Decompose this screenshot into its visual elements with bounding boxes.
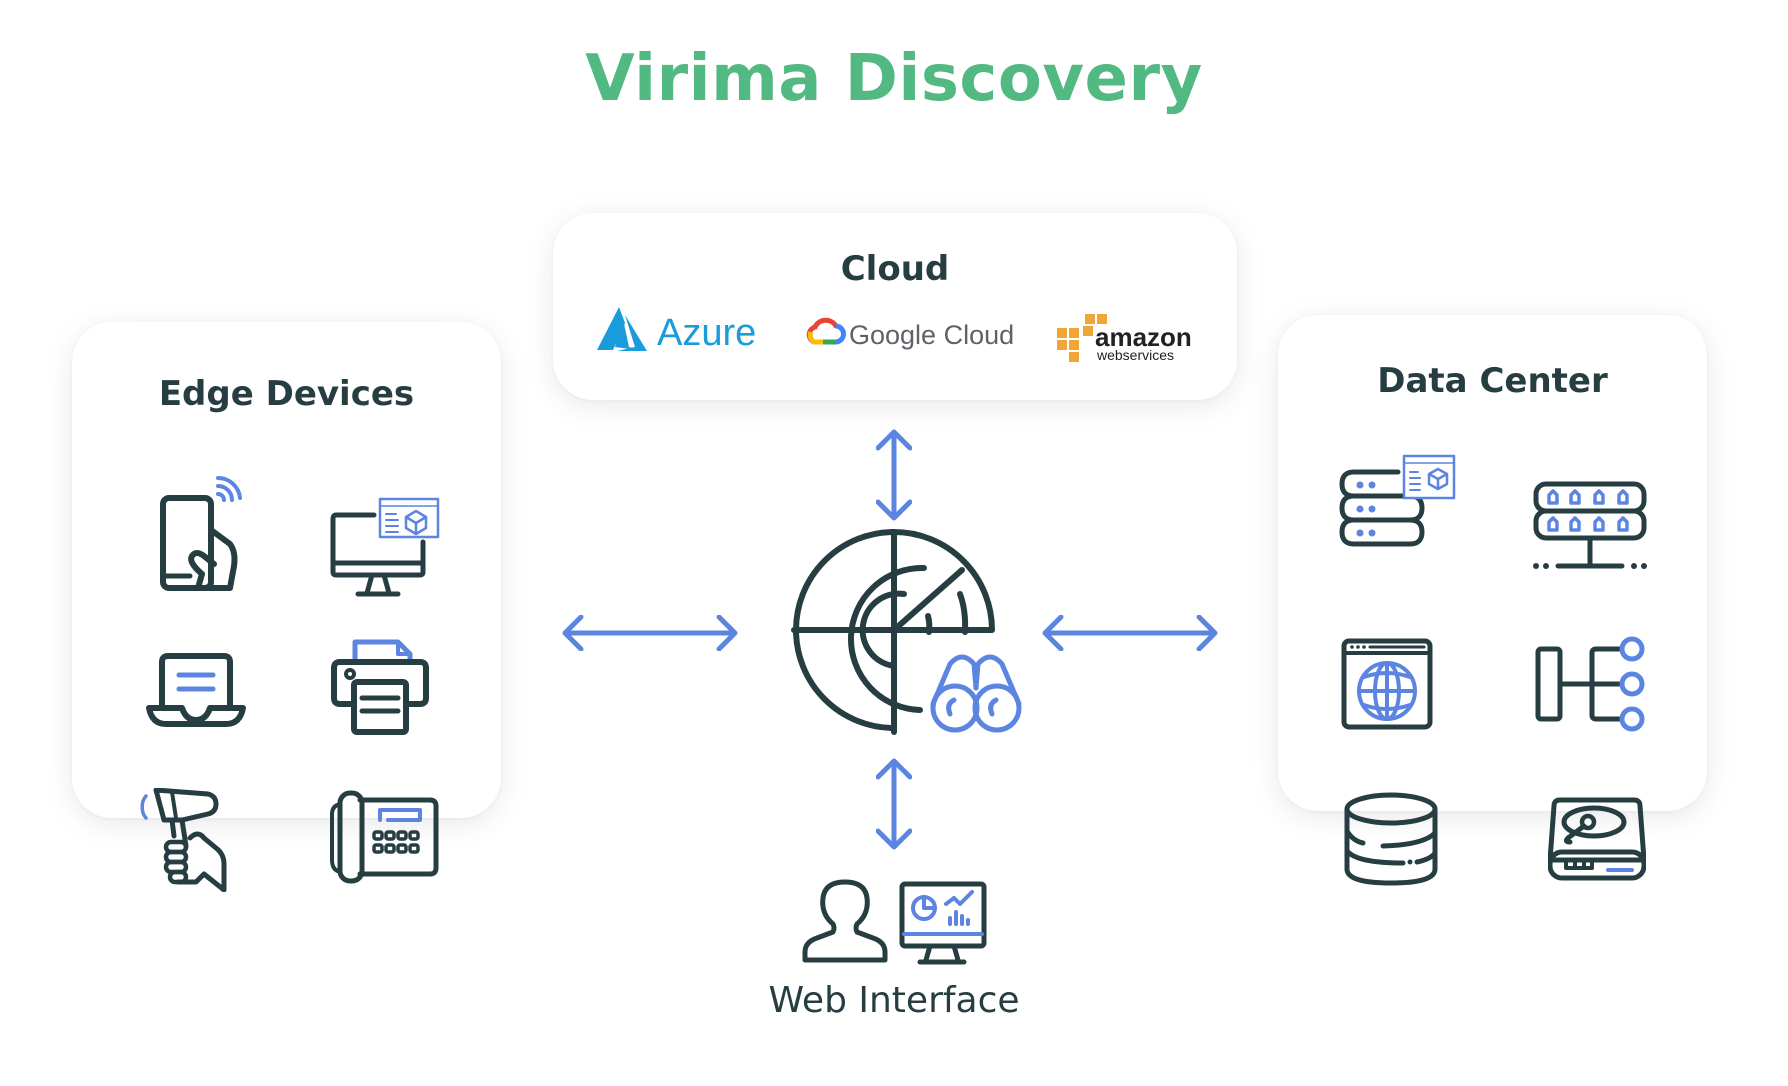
edge-devices-title: Edge Devices	[158, 374, 415, 414]
mobile-phone-hand-icon	[160, 475, 242, 591]
desktop-monitor-icon	[330, 497, 440, 597]
hard-drive-icon	[1548, 797, 1646, 881]
hierarchy-icon	[1535, 636, 1645, 732]
arrow-cloud-radar	[876, 429, 912, 521]
user-icon	[802, 879, 888, 963]
barcode-scanner-icon	[140, 788, 227, 892]
arrow-radar-datacenter	[1042, 615, 1218, 651]
azure-label: Azure	[657, 312, 755, 354]
radar-binoculars-icon	[791, 529, 1022, 735]
page-title: Virima Discovery	[585, 42, 1203, 116]
arrow-edge-radar	[562, 615, 738, 651]
desk-phone-icon	[330, 790, 439, 884]
aws-sublabel: webservices	[1096, 347, 1174, 363]
aws-logo: amazon webservices	[1055, 312, 1195, 366]
google-cloud-label: Google Cloud	[849, 320, 1014, 350]
web-browser-globe-icon	[1341, 638, 1433, 730]
laptop-icon	[146, 653, 246, 727]
network-switch-icon	[1533, 481, 1647, 569]
server-stack-icon	[1339, 454, 1456, 547]
data-center-title: Data Center	[1377, 361, 1608, 401]
web-interface-label: Web Interface	[768, 980, 1020, 1021]
azure-logo: Azure	[595, 305, 756, 355]
aws-label: amazon	[1095, 322, 1192, 352]
google-cloud-logo: Google Cloud	[805, 316, 1015, 352]
database-icon	[1344, 792, 1438, 886]
cloud-card: Cloud Azure Google Cloud	[553, 213, 1237, 400]
dashboard-monitor-icon	[899, 881, 987, 965]
cloud-title: Cloud	[840, 249, 950, 289]
edge-devices-card: Edge Devices	[72, 322, 501, 818]
printer-icon	[331, 639, 429, 735]
arrow-radar-web-interface	[876, 758, 912, 850]
